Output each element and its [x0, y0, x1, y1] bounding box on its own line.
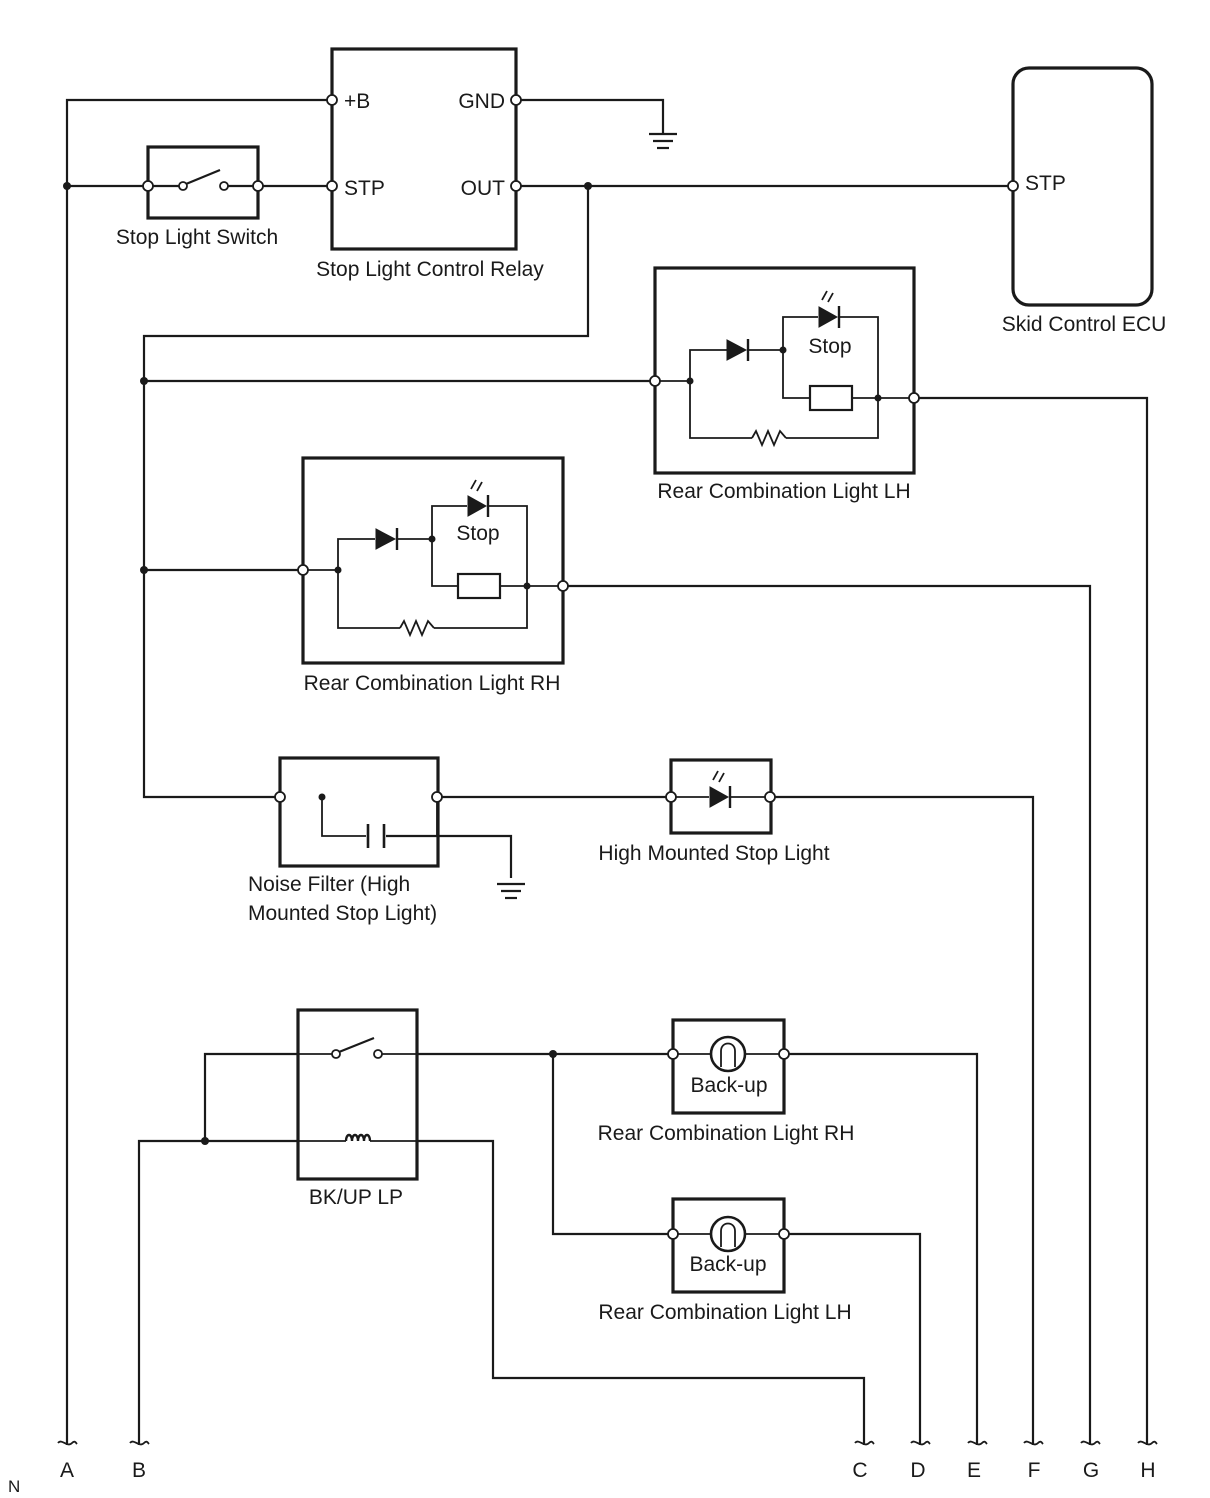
connector-d: D — [910, 1459, 925, 1482]
rear-combination-light-rh-backup-label: Rear Combination Light RH — [598, 1122, 855, 1145]
backup-rh-inner-label: Back-up — [690, 1074, 767, 1097]
wire-nf-ground — [386, 834, 513, 878]
relay-pin-gnd: GND — [458, 90, 505, 113]
stop-light-control-relay — [326, 47, 522, 251]
backup-lh-inner-label: Back-up — [689, 1253, 766, 1276]
connector-c: C — [852, 1459, 867, 1482]
wire-relay-gnd — [517, 98, 665, 134]
ecu-pin-stp: STP — [1025, 172, 1066, 195]
connector-b: B — [132, 1459, 146, 1482]
stop-light-switch-label: Stop Light Switch — [116, 226, 278, 249]
high-mounted-stop-light-label: High Mounted Stop Light — [598, 842, 829, 865]
rear-combination-light-rh-stop-label: Rear Combination Light RH — [304, 672, 561, 695]
wire-d — [784, 1232, 922, 1445]
bk-up-lp-relay — [296, 1008, 419, 1181]
connector-e: E — [967, 1459, 981, 1482]
wire-c — [417, 1139, 866, 1445]
wire-f — [770, 795, 1035, 1445]
connector-h: H — [1140, 1459, 1155, 1482]
wires — [65, 98, 1149, 1445]
rear-combination-light-lh-stop — [649, 266, 920, 475]
wire-backup-lh-feed — [551, 1054, 673, 1236]
ecu-label: Skid Control ECU — [1002, 313, 1167, 336]
relay-pin-out: OUT — [461, 177, 506, 200]
rear-combination-light-rh-stop — [297, 456, 569, 665]
wire-h — [914, 396, 1149, 1445]
bk-up-lp-label: BK/UP LP — [309, 1186, 403, 1209]
wire-b — [137, 1139, 298, 1445]
high-mounted-stop-light — [665, 758, 776, 835]
connector-g: G — [1083, 1459, 1099, 1482]
rear-combination-light-lh-backup-label: Rear Combination Light LH — [598, 1301, 851, 1324]
skid-control-ecu — [1007, 66, 1154, 307]
connector-f: F — [1028, 1459, 1041, 1482]
wire-g — [563, 584, 1092, 1445]
connector-break-marks — [57, 1440, 1158, 1446]
junction-dots — [63, 182, 592, 1145]
noise-filter-label-line2: Mounted Stop Light) — [248, 902, 437, 925]
corner-mark: N — [8, 1477, 20, 1496]
ground-symbol-noise-filter — [497, 882, 525, 900]
wire-a — [65, 98, 330, 1445]
stop-rh-inner-label: Stop — [456, 522, 499, 545]
rear-combination-light-lh-stop-label: Rear Combination Light LH — [657, 480, 910, 503]
stop-light-switch — [142, 145, 264, 220]
ground-symbol-relay — [649, 132, 677, 150]
stop-lh-inner-label: Stop — [808, 335, 851, 358]
relay-pin-stp: STP — [344, 177, 385, 200]
rear-combination-light-lh-backup — [667, 1197, 790, 1294]
wire-stop-bus — [142, 186, 590, 799]
rear-combination-light-rh-backup — [667, 1018, 790, 1115]
wire-e — [784, 1052, 979, 1445]
noise-filter — [274, 756, 443, 868]
noise-filter-label-line1: Noise Filter (High — [248, 873, 410, 896]
wire-bkup-switch-feed — [203, 1052, 298, 1141]
relay-pin-plus-b: +B — [344, 90, 370, 113]
connector-a: A — [60, 1459, 74, 1482]
relay-label: Stop Light Control Relay — [316, 258, 544, 281]
